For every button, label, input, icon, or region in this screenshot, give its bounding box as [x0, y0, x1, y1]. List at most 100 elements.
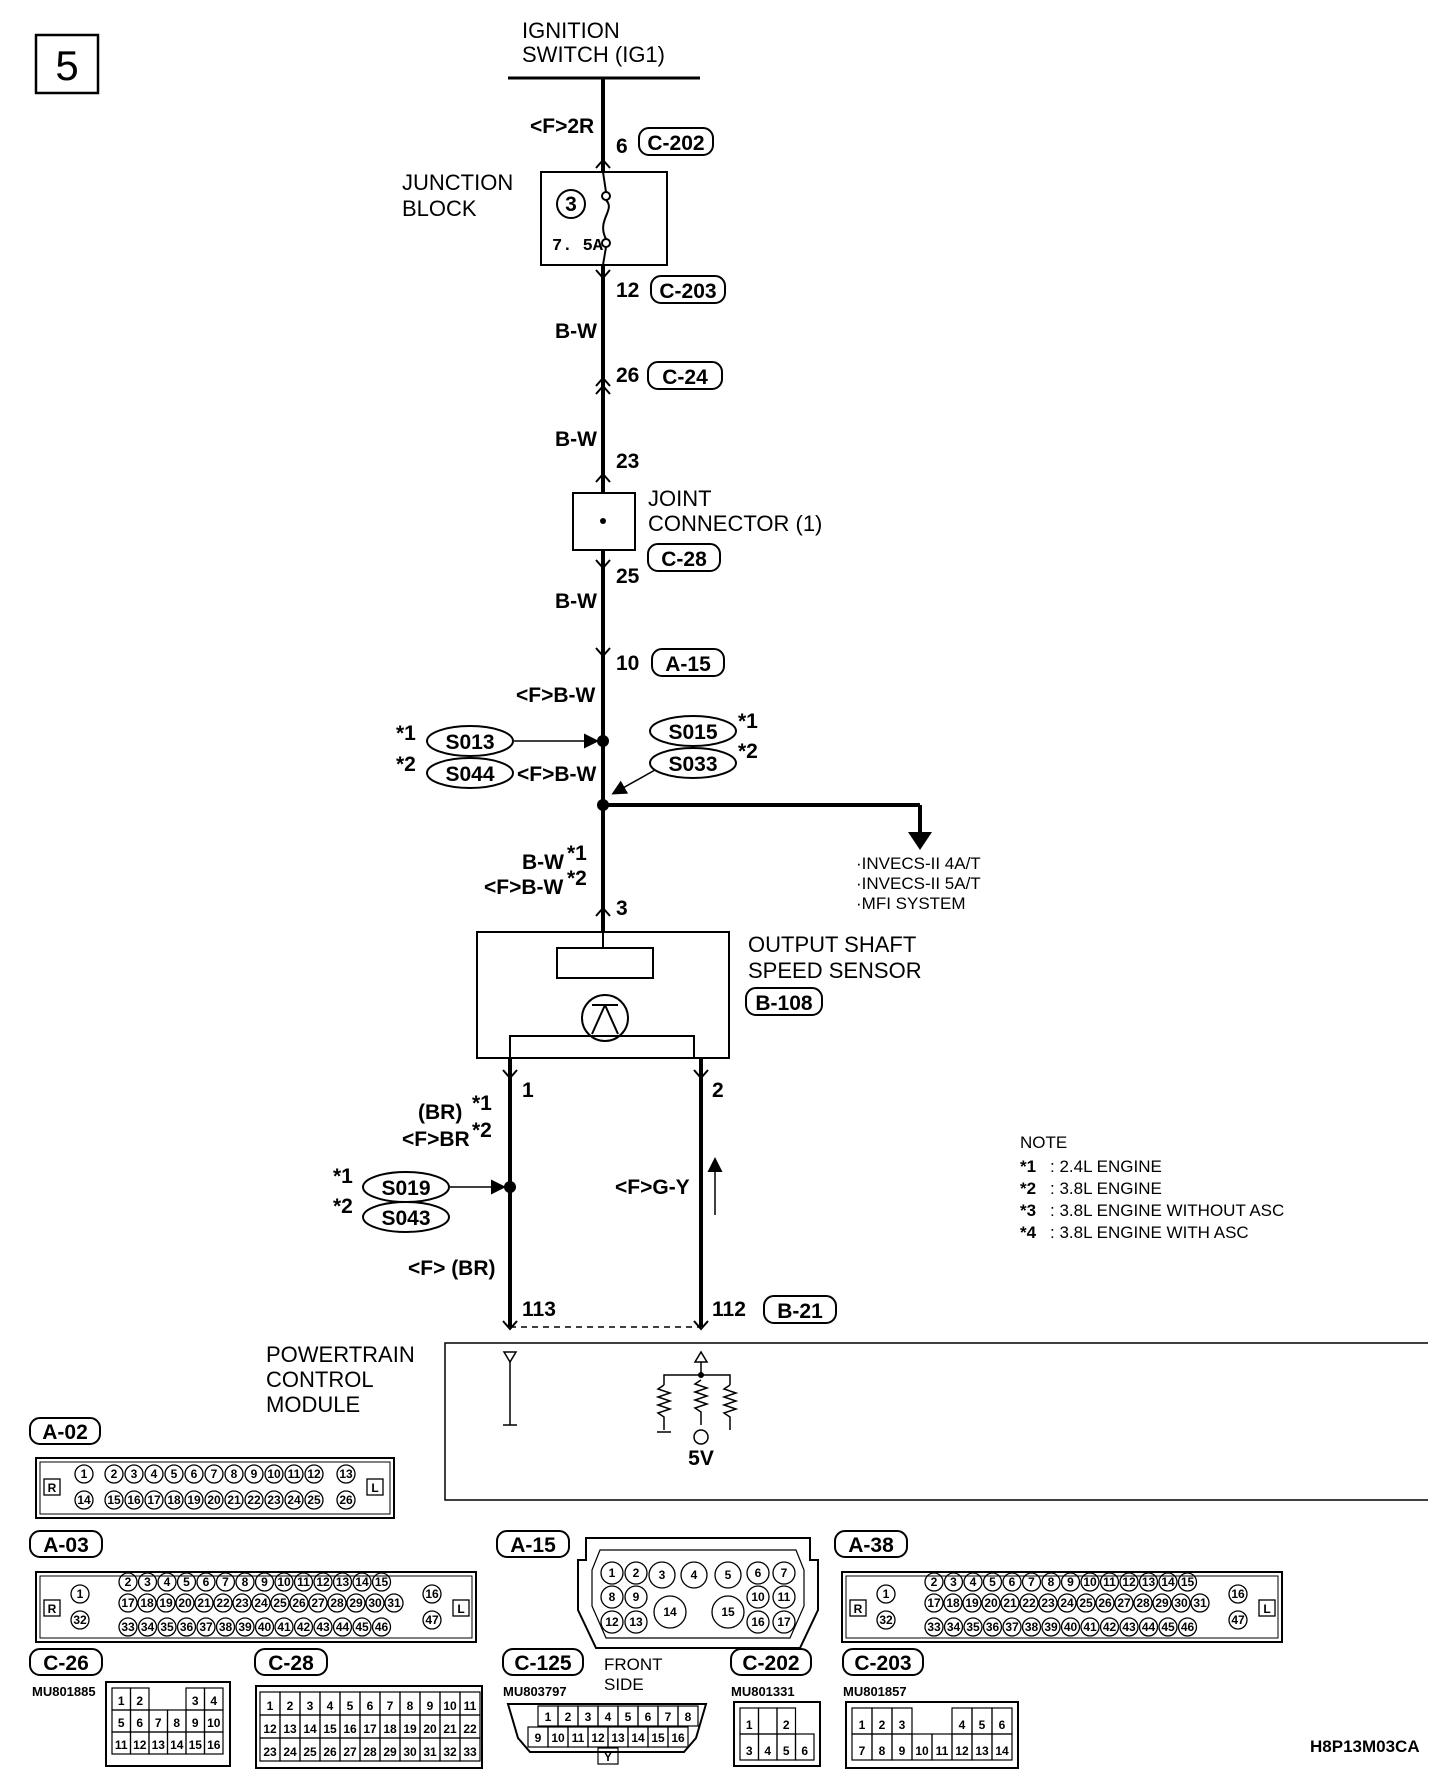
- pin-number: 19: [187, 1493, 201, 1507]
- pin-number: 26: [292, 1596, 306, 1610]
- pin-number: 10: [277, 1575, 291, 1589]
- pin-circle: [680, 1561, 708, 1589]
- pin-number: 38: [1025, 1620, 1039, 1634]
- c202-cell: [757, 1707, 778, 1735]
- pin-number: 12: [316, 1575, 330, 1589]
- pin-number: 30: [1174, 1596, 1188, 1610]
- pin-circle: [648, 1561, 676, 1589]
- c26-pin: 8: [173, 1716, 180, 1730]
- c125-pin: 7: [665, 1710, 672, 1724]
- c203-pin: 6: [999, 1718, 1006, 1732]
- pin-number: 13: [1142, 1575, 1156, 1589]
- pin-number: 30: [368, 1596, 382, 1610]
- pcm-label-1: POWERTRAIN: [266, 1342, 415, 1367]
- pin-number: 12: [307, 1467, 321, 1481]
- pin-circle: [982, 1617, 1003, 1637]
- pin-number: 13: [339, 1467, 353, 1481]
- pin-circle: [118, 1572, 138, 1592]
- a03-side-r: R: [48, 1602, 57, 1616]
- a03-side-l: L: [457, 1602, 464, 1616]
- view-label-a02: A-02: [42, 1421, 88, 1444]
- view-label-c202: C-202: [742, 1652, 799, 1675]
- c202-pin: 4: [764, 1744, 771, 1758]
- mark-s013: *1: [396, 722, 416, 745]
- part-c125: MU803797: [503, 1684, 567, 1699]
- joint-connector: JOINT CONNECTOR (1): [572, 486, 822, 551]
- pin-number: 35: [966, 1620, 980, 1634]
- figure-code: H8P13M03CA: [1310, 1737, 1420, 1756]
- c202-pin: 5: [783, 1744, 790, 1758]
- pin-number: 33: [927, 1620, 941, 1634]
- pin-number: 31: [387, 1596, 401, 1610]
- pin-circle: [118, 1617, 138, 1637]
- c26-pin: 5: [118, 1716, 125, 1730]
- pin-circle: [624, 1585, 648, 1609]
- pin-number: 28: [330, 1596, 344, 1610]
- mark-s033: *2: [738, 740, 758, 763]
- front-side-2: SIDE: [604, 1675, 644, 1694]
- c26-pin: 2: [136, 1694, 143, 1708]
- c28-pin: 13: [283, 1722, 297, 1736]
- pin-number: 14: [355, 1575, 369, 1589]
- transistor-icon: [581, 994, 629, 1042]
- pin-circle: [924, 1617, 944, 1637]
- pin-number: 37: [199, 1620, 213, 1634]
- pin-number: 21: [227, 1493, 241, 1507]
- pin-number: 18: [140, 1596, 154, 1610]
- c26-pin: 9: [192, 1716, 199, 1730]
- pin-number: 19: [965, 1596, 979, 1610]
- c28-pin: 32: [443, 1745, 457, 1759]
- pin-circle: [213, 1593, 233, 1613]
- c203-pin: 7: [859, 1744, 866, 1758]
- c28-pin: 30: [403, 1745, 417, 1759]
- fuse-number: 3: [565, 193, 577, 216]
- pin-number: 10: [267, 1467, 281, 1481]
- c28-pin: 6: [367, 1699, 374, 1713]
- ignition-switch: IGNITION SWITCH (IG1): [508, 18, 700, 80]
- a02-housing: [35, 1457, 395, 1519]
- pin-number: 6: [755, 1566, 762, 1580]
- pin-circle: [1099, 1572, 1120, 1592]
- c26-pin: 12: [133, 1738, 147, 1752]
- c28-pin: 21: [443, 1722, 457, 1736]
- pin-number: 36: [180, 1620, 194, 1634]
- resistor-icon: [721, 1384, 739, 1430]
- pin-circle: [981, 1593, 1001, 1613]
- pin-circle: [308, 1593, 328, 1613]
- pin-number: 29: [1155, 1596, 1169, 1610]
- c202-pin: 6: [801, 1744, 808, 1758]
- page-number-box: 5: [34, 33, 100, 95]
- note-text-1: : 2.4L ENGINE: [1050, 1157, 1162, 1176]
- pin-circle: [1177, 1572, 1198, 1592]
- a02-side-l: L: [371, 1481, 378, 1495]
- c125-pin: 3: [585, 1710, 592, 1724]
- c26-pin: 6: [136, 1716, 143, 1730]
- pin-number: 5: [171, 1467, 178, 1481]
- pin-circle: [371, 1617, 392, 1637]
- c203-pin: 13: [975, 1744, 989, 1758]
- pin-circle: [118, 1593, 138, 1613]
- pin-number: 33: [121, 1620, 135, 1634]
- pin-number: 41: [1083, 1620, 1097, 1634]
- pin-number: 14: [1161, 1575, 1175, 1589]
- pin-number: 4: [970, 1575, 977, 1589]
- pin-number: 4: [691, 1568, 698, 1582]
- c26-cell: [203, 1731, 224, 1755]
- pin-joint-in: 23: [616, 450, 639, 473]
- pin-circle: [1060, 1572, 1081, 1592]
- pin-circle: [274, 1572, 294, 1592]
- pin-circle: [1019, 1593, 1039, 1613]
- a15-housing: [577, 1537, 819, 1649]
- branch-system-3: ·MFI SYSTEM: [856, 894, 966, 913]
- pin-number: 22: [1022, 1596, 1036, 1610]
- pin-circle: [653, 1595, 687, 1629]
- pin-number: 45: [355, 1620, 369, 1634]
- pin-number: 16: [425, 1587, 439, 1601]
- pin-number: 8: [242, 1575, 249, 1589]
- c26-pin: 10: [207, 1716, 221, 1730]
- pin-circle: [1021, 1572, 1042, 1592]
- note-title: NOTE: [1020, 1133, 1067, 1152]
- pin-number: 25: [307, 1493, 321, 1507]
- pin-number: 2: [931, 1575, 938, 1589]
